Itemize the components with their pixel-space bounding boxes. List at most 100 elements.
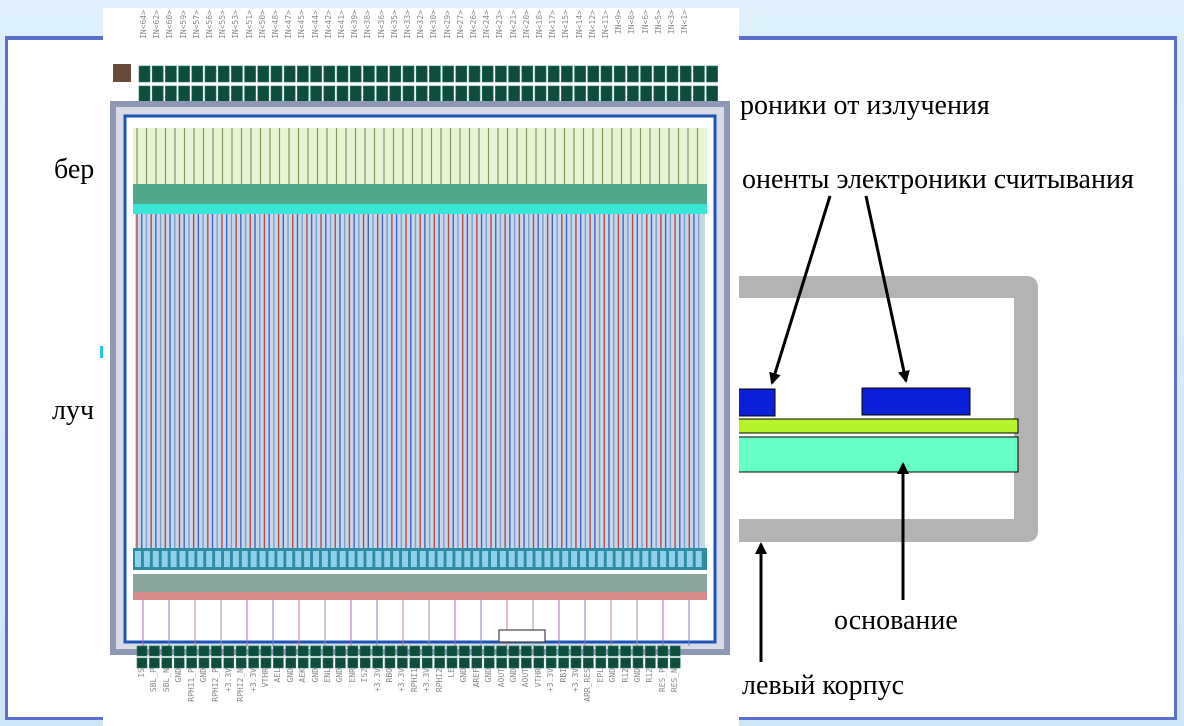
bottom-cell	[241, 551, 248, 567]
top-pad	[653, 65, 666, 83]
top-pad	[587, 65, 600, 83]
bottom-cell	[206, 551, 213, 567]
bottom-pad	[273, 645, 284, 657]
top-pin-label: IN<50>	[257, 10, 267, 39]
top-pin-label: IN<59>	[178, 10, 188, 39]
bottom-cell	[562, 551, 569, 567]
top-pad	[349, 85, 362, 103]
top-pad	[534, 85, 547, 103]
top-pad	[402, 65, 415, 83]
bottom-cell	[393, 551, 400, 567]
top-pad	[165, 85, 177, 103]
bottom-pin-label: SBL_P	[149, 668, 159, 693]
top-pin-label: IN<3>	[667, 10, 676, 35]
bottom-cell	[437, 551, 444, 567]
bottom-pad	[459, 657, 470, 669]
top-pad	[600, 65, 613, 83]
bottom-pad	[533, 657, 545, 669]
bottom-pad	[260, 657, 272, 669]
bottom-pad	[161, 657, 173, 669]
top-pad	[468, 65, 481, 83]
bottom-pad	[434, 657, 445, 669]
bottom-pad	[483, 645, 495, 657]
bottom-pad	[545, 657, 557, 669]
bottom-pad	[285, 657, 297, 669]
top-pin-label: IN<32>	[416, 10, 426, 39]
top-pad	[336, 65, 349, 83]
readout-chip-right	[861, 387, 971, 416]
bottom-pad	[471, 657, 483, 669]
bottom-pad	[235, 645, 247, 657]
bottom-pad	[657, 645, 669, 657]
bottom-cell	[295, 551, 302, 567]
top-pin-label: IN<8>	[627, 10, 637, 35]
top-pad	[257, 85, 270, 103]
label-readout: оненты электроники считывания	[742, 164, 1134, 195]
top-pin-label: IN<20>	[521, 10, 531, 39]
top-pin-label: IN<18>	[535, 10, 544, 39]
top-pad	[627, 85, 639, 103]
bottom-pad	[372, 645, 383, 657]
bottom-cell	[268, 551, 275, 567]
bottom-pin-label: RES_N	[670, 668, 680, 693]
top-pad	[495, 65, 507, 83]
bottom-cell	[348, 551, 355, 567]
bottom-pin-label: +3.3V	[223, 668, 233, 693]
bottom-red-strip	[133, 592, 707, 600]
bottom-pin-label: RPHI1_P	[186, 668, 196, 702]
bottom-cell	[597, 551, 604, 567]
bottom-pin-label: AEL	[273, 668, 283, 683]
bottom-cell	[188, 551, 195, 567]
top-pin-label: IN<15>	[561, 10, 571, 39]
top-pin-label: IN<11>	[601, 10, 610, 39]
top-pad	[178, 85, 190, 103]
top-pin-label: IN<42>	[323, 10, 333, 39]
bottom-pin-label: VTHR	[261, 668, 270, 688]
bottom-cell	[464, 551, 471, 567]
top-pad	[283, 65, 296, 83]
top-pin-label: IN<56>	[205, 10, 214, 39]
bottom-cell	[215, 551, 222, 567]
top-pin-label: IN<62>	[152, 10, 162, 39]
bottom-cell	[402, 551, 408, 567]
bottom-cell	[633, 551, 640, 567]
bottom-cell	[660, 551, 667, 567]
label-beam: луч	[52, 395, 95, 426]
bottom-cell	[446, 551, 453, 567]
top-pad	[442, 85, 454, 103]
bottom-pad	[570, 657, 582, 669]
bottom-pin-label: ENL	[323, 668, 332, 683]
bottom-cell	[330, 551, 337, 567]
top-pad	[217, 65, 230, 83]
bottom-pin-label: GND	[633, 668, 642, 683]
top-pad	[244, 65, 256, 83]
bottom-pad	[297, 657, 309, 669]
bottom-cell	[553, 551, 560, 567]
bottom-pad	[310, 645, 321, 657]
arrow-readout-right	[864, 195, 910, 383]
bottom-cell	[428, 551, 435, 567]
top-pad	[349, 65, 362, 83]
top-pad	[561, 85, 573, 103]
bottom-pad	[434, 645, 445, 657]
top-pad	[666, 65, 679, 83]
top-pin-label: IN<55>	[218, 10, 228, 39]
top-pad	[297, 65, 309, 83]
bottom-pad	[384, 657, 396, 669]
bottom-cell	[651, 551, 658, 567]
bottom-cell	[517, 551, 524, 567]
bottom-pad	[595, 645, 607, 657]
top-pad	[310, 85, 322, 103]
bottom-pad	[347, 645, 359, 657]
top-pad	[297, 85, 309, 103]
bottom-cell	[419, 551, 426, 567]
readout-chip-left	[734, 388, 776, 417]
bottom-cell	[224, 551, 230, 567]
bottom-pin-label: GND	[459, 668, 469, 683]
bottom-cell	[339, 551, 346, 567]
bottom-pad	[248, 645, 259, 657]
bottom-pad	[570, 645, 582, 657]
bottom-pad	[335, 657, 346, 669]
top-pad	[204, 85, 217, 103]
